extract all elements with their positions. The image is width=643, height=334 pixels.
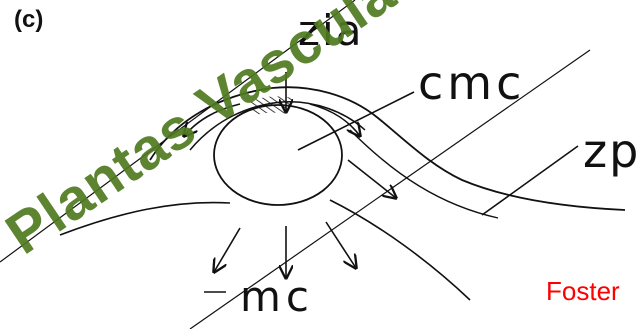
panel-label: (c) (14, 6, 43, 34)
leader-cmc (298, 92, 414, 150)
arrow-mc-3 (326, 222, 356, 268)
arrow-center-down (348, 160, 396, 198)
label-mc: mc (240, 272, 314, 321)
citation: Foster (546, 276, 620, 307)
right-rib-line-2 (350, 130, 498, 218)
label-cmc: cmc (418, 56, 525, 110)
right-rib-line (330, 200, 470, 300)
label-zp: zp (583, 124, 640, 178)
arrow-mc-1 (214, 228, 240, 272)
